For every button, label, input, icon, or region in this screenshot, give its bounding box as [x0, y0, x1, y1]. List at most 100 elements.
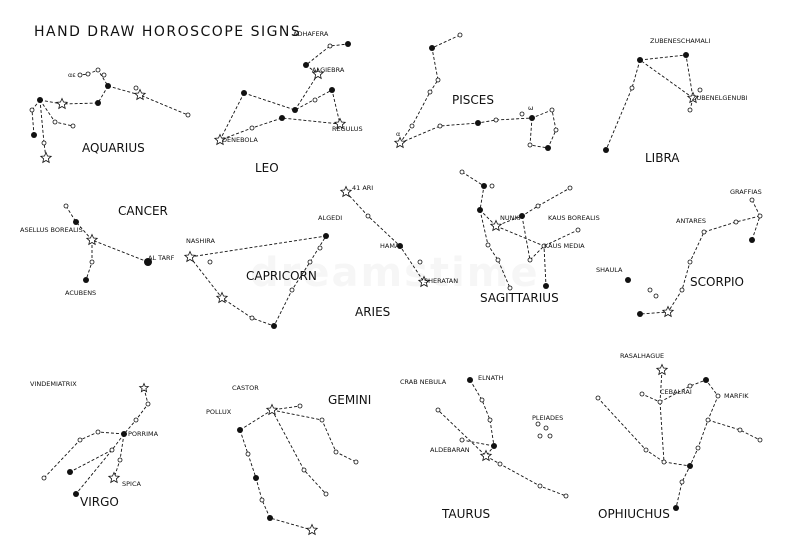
star-marker — [67, 469, 73, 475]
constellation-line — [294, 43, 349, 111]
star-marker — [305, 523, 319, 536]
star-marker — [737, 427, 743, 433]
constellation-line — [271, 409, 327, 495]
star-marker — [553, 127, 559, 133]
star-label: DENEBOLA — [222, 136, 258, 144]
star-label: α — [396, 130, 400, 138]
star-marker — [429, 45, 435, 51]
constellation-line — [239, 429, 313, 531]
star-marker — [549, 107, 555, 113]
star-marker — [625, 277, 631, 283]
constellation-line — [639, 215, 761, 315]
constellation-line — [107, 85, 189, 116]
star-marker — [437, 123, 443, 129]
constellation-name: GEMINI — [328, 393, 371, 407]
constellation-name: TAURUS — [441, 507, 490, 521]
star-marker — [679, 479, 685, 485]
star-marker — [105, 83, 111, 89]
constellation-line — [461, 439, 495, 447]
star-marker — [427, 89, 433, 95]
star-marker — [661, 305, 675, 318]
constellation-name: SCORPIO — [690, 275, 744, 289]
star-marker — [101, 72, 107, 78]
star-marker — [595, 395, 601, 401]
star-marker — [489, 183, 495, 189]
star-marker — [109, 447, 115, 453]
constellation-name: AQUARIUS — [82, 141, 145, 155]
star-marker — [259, 497, 265, 503]
constellation-name: LEO — [255, 161, 279, 175]
star-label: ALDEBARAN — [430, 446, 470, 454]
star-marker — [661, 459, 667, 465]
star-marker — [31, 132, 37, 138]
constellation-line — [605, 59, 641, 151]
star-marker — [333, 449, 339, 455]
star-marker — [73, 491, 79, 497]
star-marker — [655, 363, 669, 376]
star-marker — [70, 123, 76, 129]
star-marker — [77, 72, 83, 78]
star-marker — [121, 431, 127, 437]
star-marker — [545, 145, 551, 151]
star-label: VINDEMIATRIX — [30, 380, 77, 388]
star-marker — [133, 85, 139, 91]
star-marker — [687, 259, 693, 265]
star-marker — [507, 285, 513, 291]
star-marker — [673, 505, 679, 511]
star-marker — [289, 287, 295, 293]
star-marker — [292, 107, 298, 113]
star-marker — [307, 259, 313, 265]
star-marker — [249, 315, 255, 321]
star-marker — [519, 111, 525, 117]
star-marker — [319, 417, 325, 423]
star-label: ANTARES — [676, 217, 706, 225]
star-label: ELNATH — [478, 374, 504, 382]
star-marker — [653, 293, 659, 299]
star-marker — [183, 250, 197, 263]
star-marker — [63, 203, 69, 209]
constellation-name: VIRGO — [80, 495, 119, 509]
star-marker — [575, 227, 581, 233]
star-marker — [297, 403, 303, 409]
star-marker — [647, 287, 653, 293]
star-marker — [733, 219, 739, 225]
star-marker — [245, 451, 251, 457]
star-marker — [144, 258, 152, 266]
star-marker — [89, 259, 95, 265]
star-marker — [133, 417, 139, 423]
star-marker — [547, 433, 553, 439]
star-marker — [537, 433, 543, 439]
star-marker — [485, 242, 491, 248]
star-marker — [637, 57, 643, 63]
star-label: SHAULA — [596, 266, 623, 274]
star-marker — [481, 183, 487, 189]
star-marker — [393, 136, 407, 149]
star-marker — [52, 119, 58, 125]
star-label: KAUS BOREALIS — [548, 214, 600, 222]
star-marker — [687, 383, 693, 389]
star-marker — [271, 323, 277, 329]
star-marker — [107, 471, 121, 484]
constellation-name: LIBRA — [645, 151, 680, 165]
constellation-line — [345, 191, 425, 283]
star-marker — [493, 117, 499, 123]
star-marker — [435, 407, 441, 413]
star-marker — [459, 437, 465, 443]
star-marker — [567, 185, 573, 191]
constellation-line — [189, 235, 327, 327]
star-label: ACUBENS — [65, 289, 96, 297]
constellation-name: SAGITTARIUS — [480, 291, 559, 305]
star-label: RASALHAGUE — [620, 352, 664, 360]
star-marker — [37, 97, 43, 103]
star-marker — [749, 197, 755, 203]
star-marker — [39, 151, 53, 164]
